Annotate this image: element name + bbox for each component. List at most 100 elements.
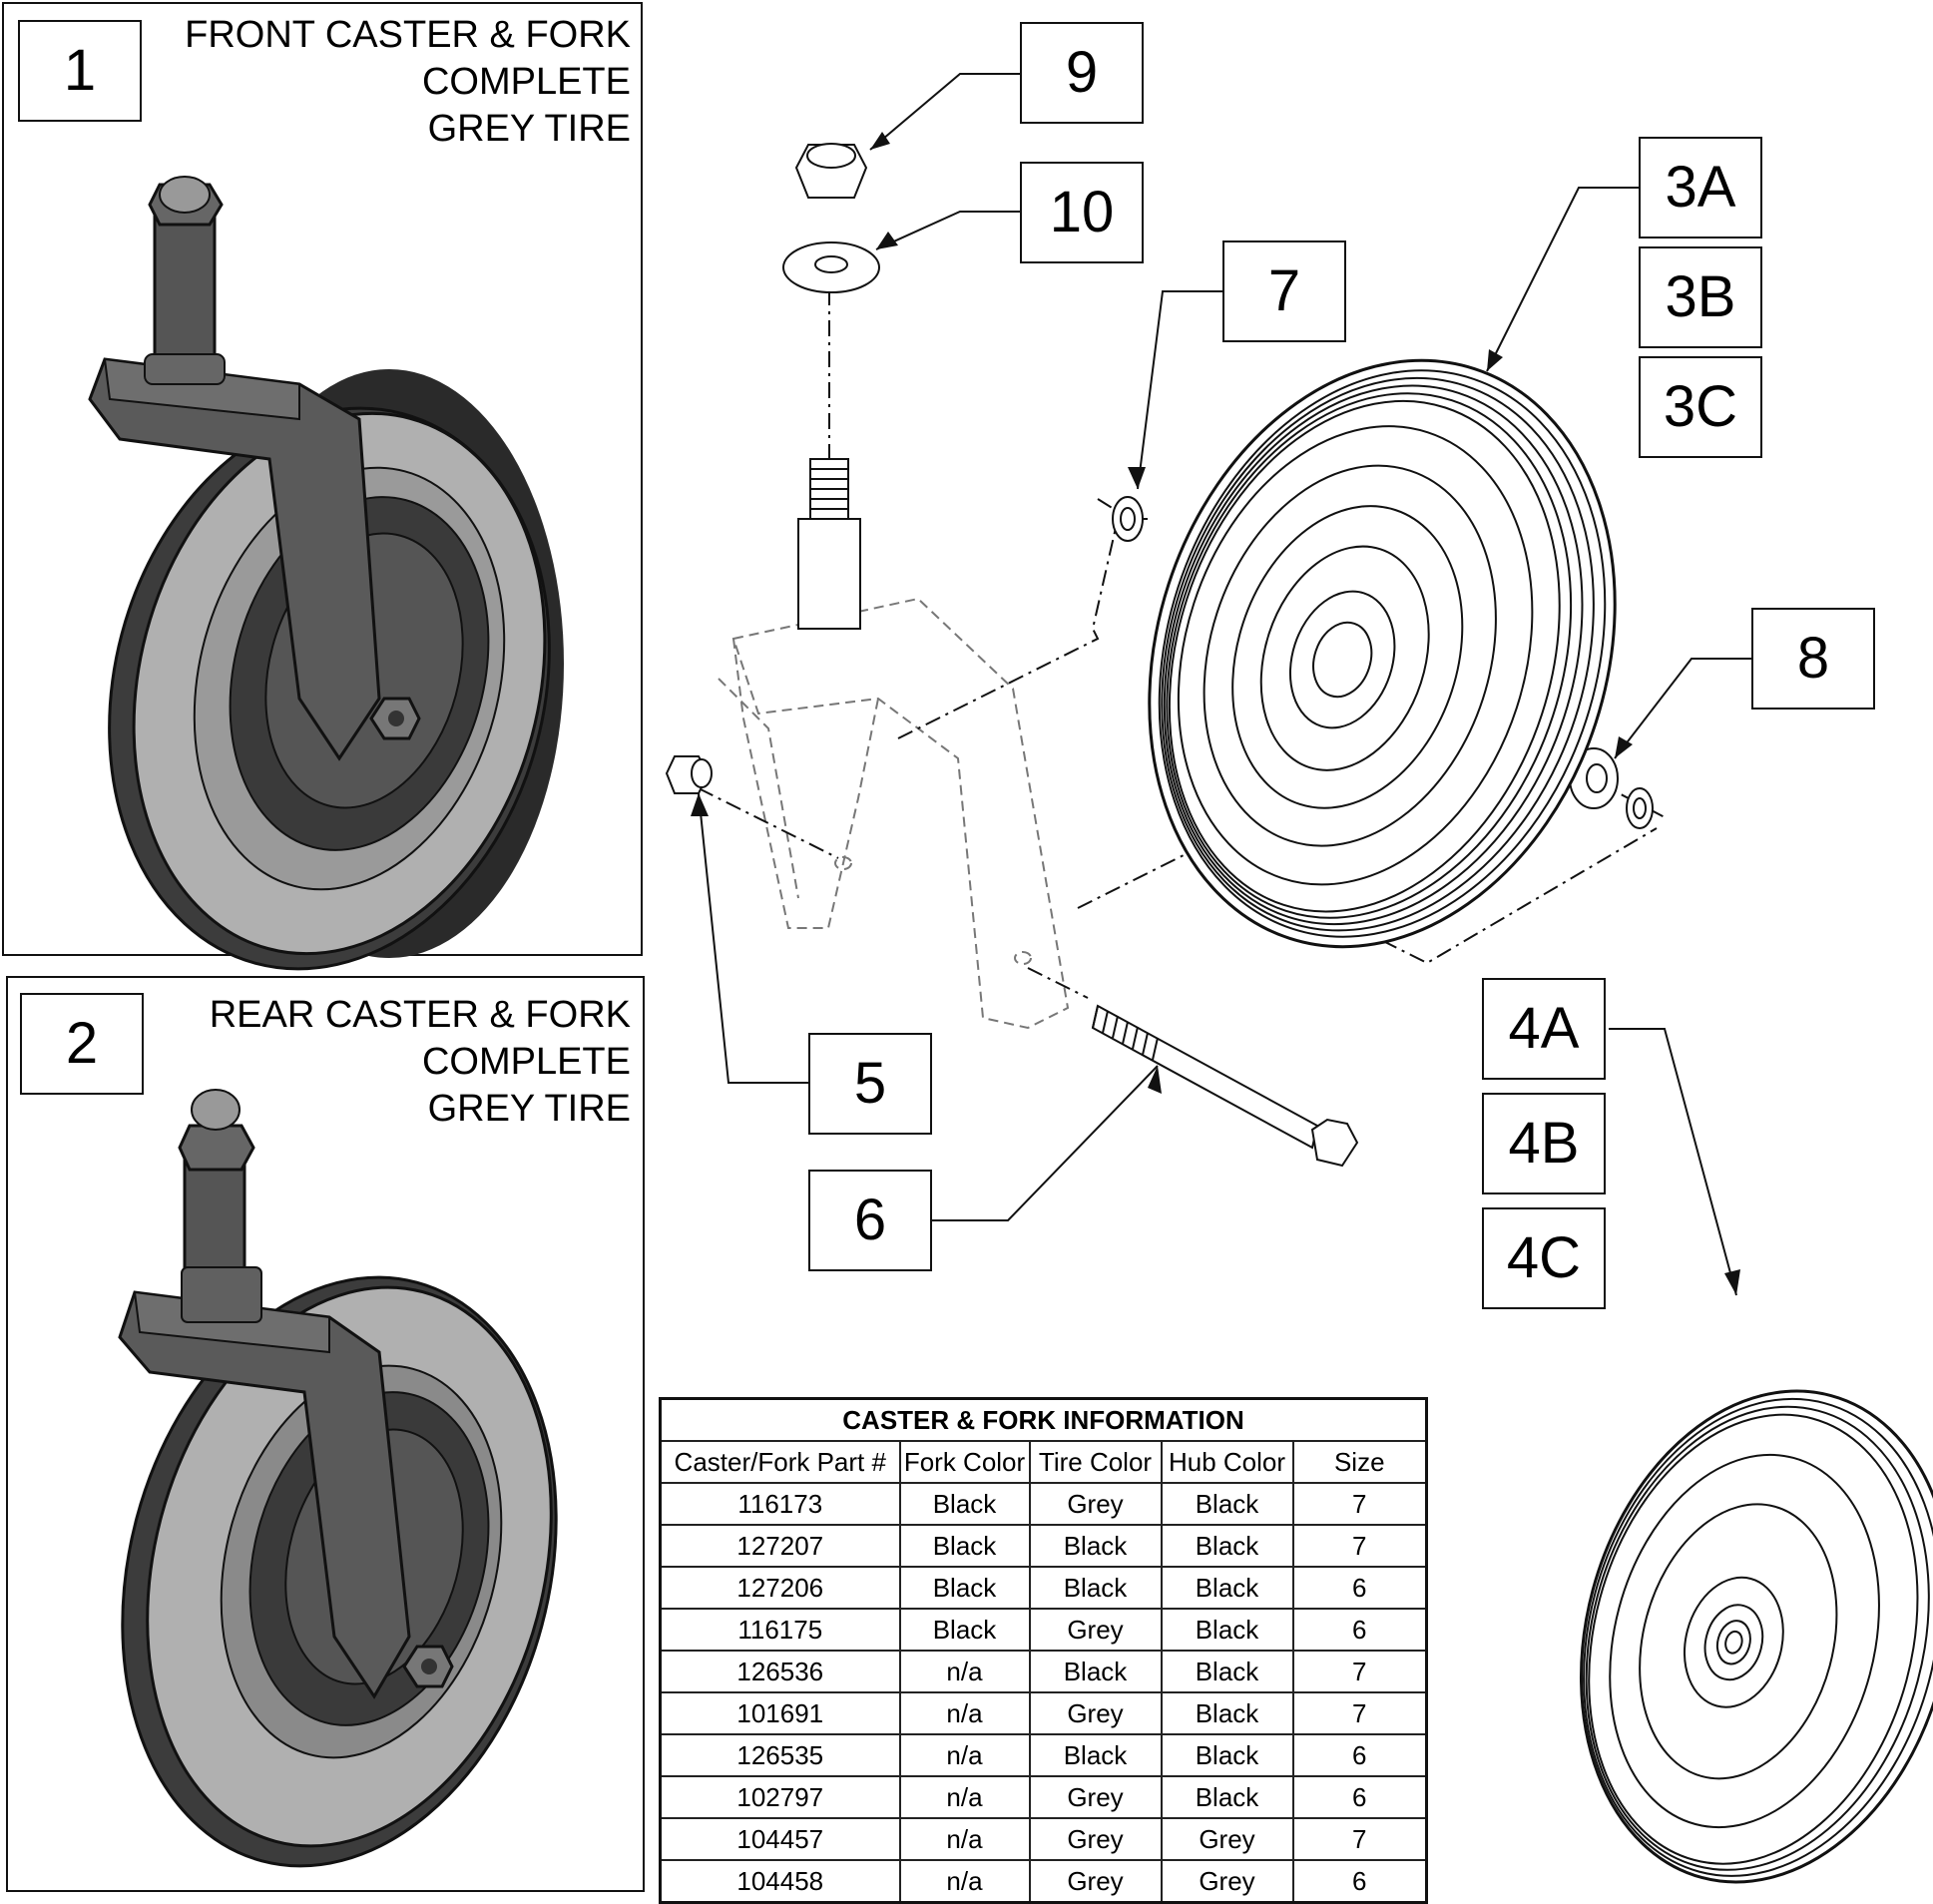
table-cell: Grey bbox=[1028, 1775, 1163, 1819]
table-cell: Grey bbox=[1160, 1859, 1294, 1904]
column-header: Caster/Fork Part # bbox=[659, 1440, 901, 1484]
panel-2-number: 2 bbox=[20, 993, 144, 1095]
table-cell: Grey bbox=[1028, 1817, 1163, 1861]
table-cell: Grey bbox=[1028, 1482, 1163, 1526]
callout-5: 5 bbox=[808, 1033, 932, 1135]
table-cell: Black bbox=[1028, 1566, 1163, 1610]
table-cell: 127207 bbox=[659, 1524, 901, 1568]
table-cell: Black bbox=[1160, 1524, 1294, 1568]
table-cell: 6 bbox=[1291, 1733, 1428, 1777]
table-cell: 126536 bbox=[659, 1650, 901, 1693]
table-cell: Black bbox=[898, 1566, 1031, 1610]
table-cell: 6 bbox=[1291, 1775, 1428, 1819]
table-cell: Black bbox=[898, 1482, 1031, 1526]
table-cell: Grey bbox=[1028, 1859, 1163, 1904]
callout-8: 8 bbox=[1751, 608, 1875, 710]
table-cell: n/a bbox=[898, 1691, 1031, 1735]
table-cell: Black bbox=[1160, 1482, 1294, 1526]
panel-1-title-line: COMPLETE bbox=[421, 61, 631, 103]
table-cell: Black bbox=[1028, 1650, 1163, 1693]
callout-7: 7 bbox=[1222, 240, 1346, 342]
table-cell: n/a bbox=[898, 1650, 1031, 1693]
front-caster-illustration bbox=[88, 176, 564, 971]
table-cell: Black bbox=[1160, 1566, 1294, 1610]
table-cell: Black bbox=[1160, 1775, 1294, 1819]
caster-fork-info-table: CASTER & FORK INFORMATION Caster/Fork Pa… bbox=[659, 1397, 1429, 1904]
callout-3c: 3C bbox=[1639, 356, 1762, 458]
panel-1-number: 1 bbox=[18, 20, 142, 122]
table-cell: Black bbox=[1160, 1733, 1294, 1777]
table-cell: 6 bbox=[1291, 1859, 1428, 1904]
table-cell: Black bbox=[898, 1608, 1031, 1652]
table-title: CASTER & FORK INFORMATION bbox=[659, 1397, 1428, 1442]
table-cell: 102797 bbox=[659, 1775, 901, 1819]
table-cell: 101691 bbox=[659, 1691, 901, 1735]
table-cell: 104458 bbox=[659, 1859, 901, 1904]
spacer-7-illustration bbox=[1112, 496, 1144, 542]
panel-2-title-line: REAR CASTER & FORK bbox=[209, 994, 631, 1036]
locknut-5-illustration bbox=[665, 755, 713, 794]
table-cell: 104457 bbox=[659, 1817, 901, 1861]
table-cell: n/a bbox=[898, 1859, 1031, 1904]
panel-1-title: FRONT CASTER & FORK COMPLETE GREY TIRE bbox=[185, 12, 631, 153]
callout-3b: 3B bbox=[1639, 246, 1762, 348]
panel-2-title-line: GREY TIRE bbox=[427, 1088, 631, 1130]
table-cell: 6 bbox=[1291, 1608, 1428, 1652]
table-cell: 116175 bbox=[659, 1608, 901, 1652]
table-cell: 116173 bbox=[659, 1482, 901, 1526]
table-cell: Black bbox=[1028, 1524, 1163, 1568]
panel-2-title: REAR CASTER & FORK COMPLETE GREY TIRE bbox=[210, 992, 631, 1133]
table-cell: Black bbox=[1160, 1650, 1294, 1693]
callout-4a: 4A bbox=[1482, 978, 1606, 1080]
table-cell: 127206 bbox=[659, 1566, 901, 1610]
callout-3a: 3A bbox=[1639, 137, 1762, 238]
column-header: Hub Color bbox=[1160, 1440, 1294, 1484]
panel-1-title-line: GREY TIRE bbox=[427, 108, 631, 150]
table-cell: n/a bbox=[898, 1775, 1031, 1819]
table-cell: n/a bbox=[898, 1733, 1031, 1777]
table-cell: Grey bbox=[1028, 1691, 1163, 1735]
callout-10: 10 bbox=[1020, 162, 1144, 263]
stem-stud bbox=[797, 458, 861, 630]
column-header: Tire Color bbox=[1028, 1440, 1163, 1484]
table-cell: 126535 bbox=[659, 1733, 901, 1777]
table-cell: n/a bbox=[898, 1817, 1031, 1861]
panel-1-title-line: FRONT CASTER & FORK bbox=[185, 14, 631, 56]
callout-4c: 4C bbox=[1482, 1207, 1606, 1309]
panel-2-title-line: COMPLETE bbox=[421, 1041, 631, 1083]
table-header-row: Caster/Fork Part # Fork Color Tire Color… bbox=[659, 1440, 1428, 1484]
fork-outline-phantom bbox=[718, 597, 1070, 1030]
wheel-4-illustration bbox=[1579, 1389, 1933, 1884]
callout-4b: 4B bbox=[1482, 1093, 1606, 1194]
nut-9-illustration bbox=[794, 143, 868, 199]
washer-10-illustration bbox=[782, 241, 880, 293]
callout-6: 6 bbox=[808, 1170, 932, 1271]
rear-caster-illustration bbox=[118, 1089, 558, 1868]
column-header: Size bbox=[1291, 1440, 1428, 1484]
leader-arrowheads bbox=[691, 132, 1740, 1295]
table-cell: 7 bbox=[1291, 1691, 1428, 1735]
table-cell: 7 bbox=[1291, 1524, 1428, 1568]
table-cell: Black bbox=[1028, 1733, 1163, 1777]
table-cell: Grey bbox=[1028, 1608, 1163, 1652]
table-cell: Grey bbox=[1160, 1817, 1294, 1861]
callout-9: 9 bbox=[1020, 22, 1144, 124]
table-cell: Black bbox=[898, 1524, 1031, 1568]
wheel-3-illustration bbox=[1087, 310, 1678, 997]
bolt-6-illustration bbox=[1091, 1004, 1359, 1168]
table-cell: Black bbox=[1160, 1608, 1294, 1652]
table-cell: 7 bbox=[1291, 1817, 1428, 1861]
column-header: Fork Color bbox=[898, 1440, 1031, 1484]
table-cell: 7 bbox=[1291, 1650, 1428, 1693]
